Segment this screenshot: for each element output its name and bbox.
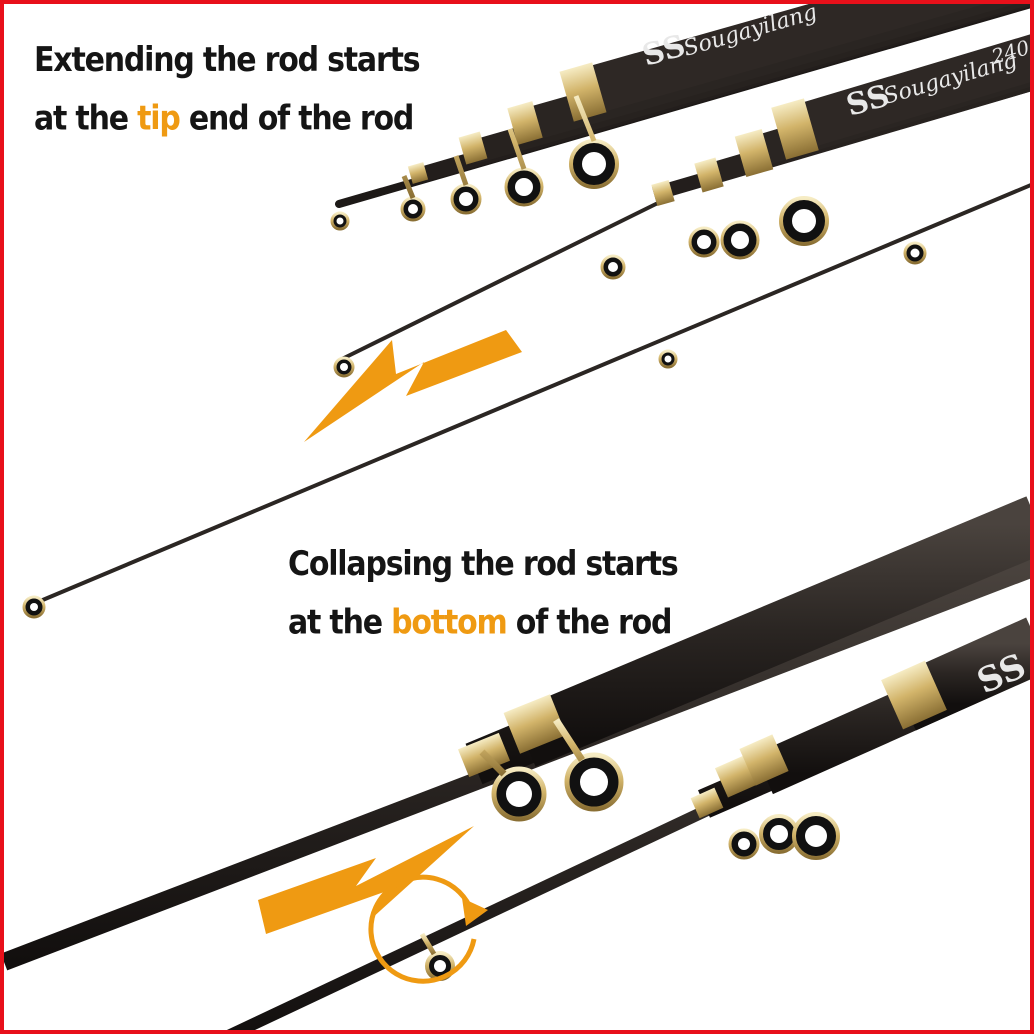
caption-collapse-line2: at the bottom of the rod <box>288 594 678 652</box>
caption-extend-line1: Extending the rod starts <box>34 40 421 81</box>
caption-collapse-line1: Collapsing the rod starts <box>288 544 679 585</box>
caption-collapse-before: at the <box>288 603 392 643</box>
rod-middle-collars <box>651 98 819 207</box>
caption-extend-before: at the <box>34 99 138 139</box>
rod-bottom-large <box>4 496 1030 971</box>
arrow-down-left-icon <box>304 330 522 442</box>
caption-collapse: Collapsing the rod starts at the bottom … <box>288 536 679 652</box>
caption-extend: Extending the rod starts at the tip end … <box>34 32 421 148</box>
rod-middle-extended: SS Sougayilang 240 <box>22 34 1030 619</box>
rod-top-collapsed: SS Sougayilang <box>330 4 1030 231</box>
caption-extend-highlight: tip <box>137 99 181 139</box>
caption-collapse-highlight: bottom <box>391 603 508 643</box>
caption-extend-after: end of the rod <box>179 99 415 139</box>
caption-collapse-after: of the rod <box>506 603 673 643</box>
rod-bottom-small: SS <box>226 617 1030 1030</box>
rod-top-guides <box>330 95 619 231</box>
circular-rotate-arrow-icon <box>368 874 488 984</box>
rod-top-collars <box>407 62 607 184</box>
rod-middle-guides <box>22 196 927 619</box>
arrow-up-right-icon <box>258 826 474 934</box>
caption-extend-line2: at the tip end of the rod <box>34 90 419 148</box>
fishing-rod-photo: SS Sougayilang <box>4 4 1030 1030</box>
